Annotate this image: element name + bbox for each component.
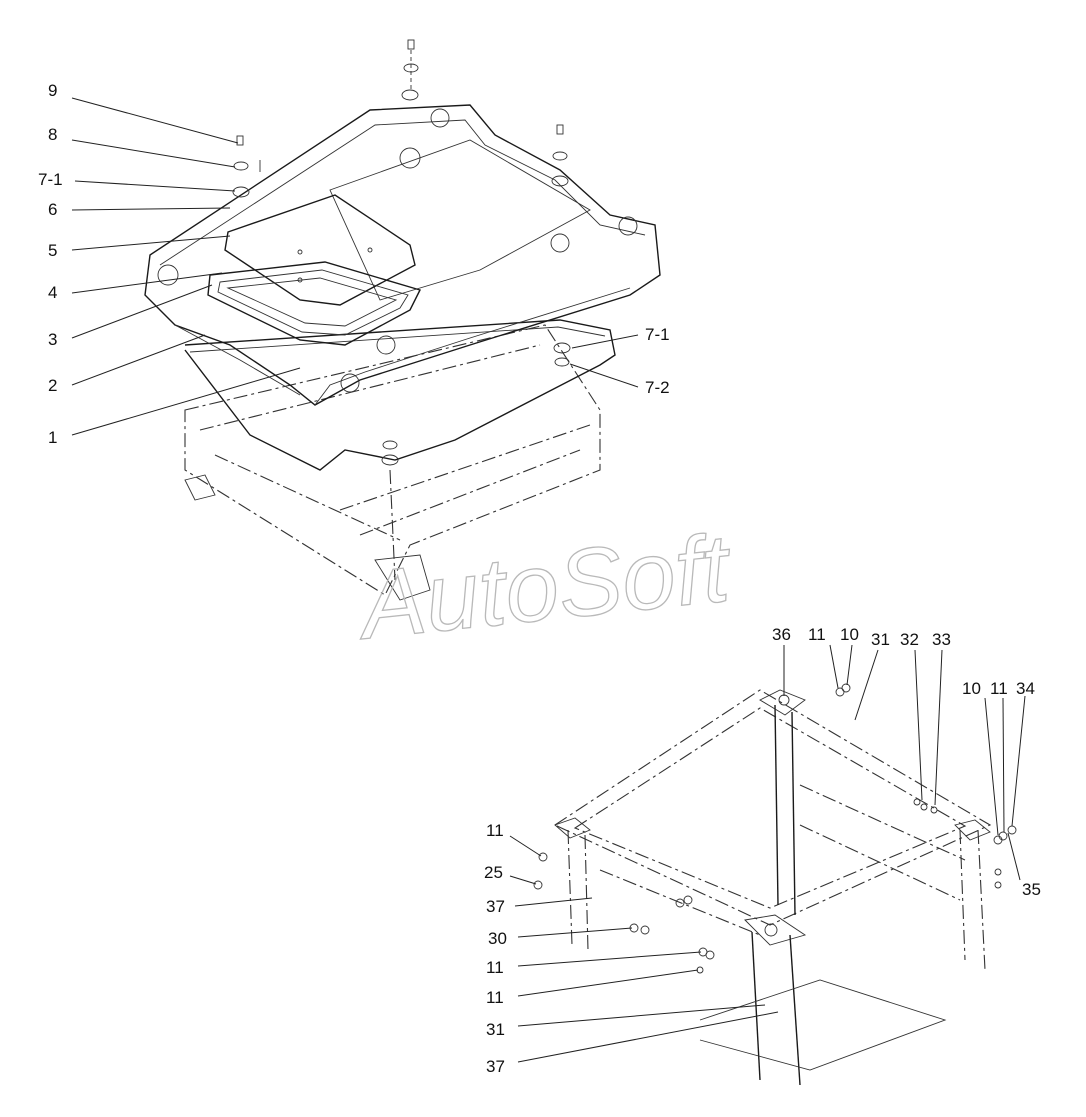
fastener-stack-center	[401, 39, 419, 101]
callout-label: 35	[1022, 880, 1041, 899]
callout-label: 11	[486, 958, 504, 977]
callout-label: 31	[871, 630, 890, 649]
callout-label: 37	[486, 897, 505, 916]
lower-callouts: 36 11 10 31 32 33 10 11 34 35 11 25 37 3…	[484, 625, 1041, 1076]
callout-label: 34	[1016, 679, 1035, 698]
fastener-stack-right	[551, 124, 569, 187]
fastener-stack-left	[232, 135, 261, 198]
callout-label: 7-1	[645, 325, 670, 344]
callout-label: 10	[962, 679, 981, 698]
callout-label: 31	[486, 1020, 505, 1039]
callout-label: 11	[486, 988, 504, 1007]
callout-label: 5	[48, 241, 57, 260]
upper-callouts: 9 8 7-1 6 5 4 3 2 1 7-1 7-2	[38, 81, 670, 447]
callout-label: 25	[484, 863, 503, 882]
callout-label: 2	[48, 376, 57, 395]
callout-label: 30	[488, 929, 507, 948]
main-cover-panel	[144, 104, 661, 406]
callout-label: 9	[48, 81, 57, 100]
seal-gasket	[184, 319, 616, 471]
callout-label: 36	[772, 625, 791, 644]
frame-structure-assembly	[533, 683, 1017, 1086]
roof-cover-assembly	[144, 39, 661, 601]
callout-label: 32	[900, 630, 919, 649]
callout-label: 4	[48, 283, 57, 302]
callout-label: 11	[486, 821, 504, 840]
hatch-frame	[207, 261, 422, 346]
fastener-stack-lower	[381, 342, 571, 466]
callout-label: 8	[48, 125, 57, 144]
callout-label: 10	[840, 625, 859, 644]
callout-label: 11	[990, 679, 1008, 698]
callout-label: 33	[932, 630, 951, 649]
callout-label: 37	[486, 1057, 505, 1076]
roof-support-frame	[184, 324, 601, 601]
callout-label: 7-2	[645, 378, 670, 397]
callout-label: 7-1	[38, 170, 63, 189]
callout-label: 3	[48, 330, 57, 349]
callout-label: 6	[48, 200, 57, 219]
callout-label: 11	[808, 625, 826, 644]
callout-label: 1	[48, 428, 57, 447]
watermark: AutoSoft	[351, 514, 737, 660]
